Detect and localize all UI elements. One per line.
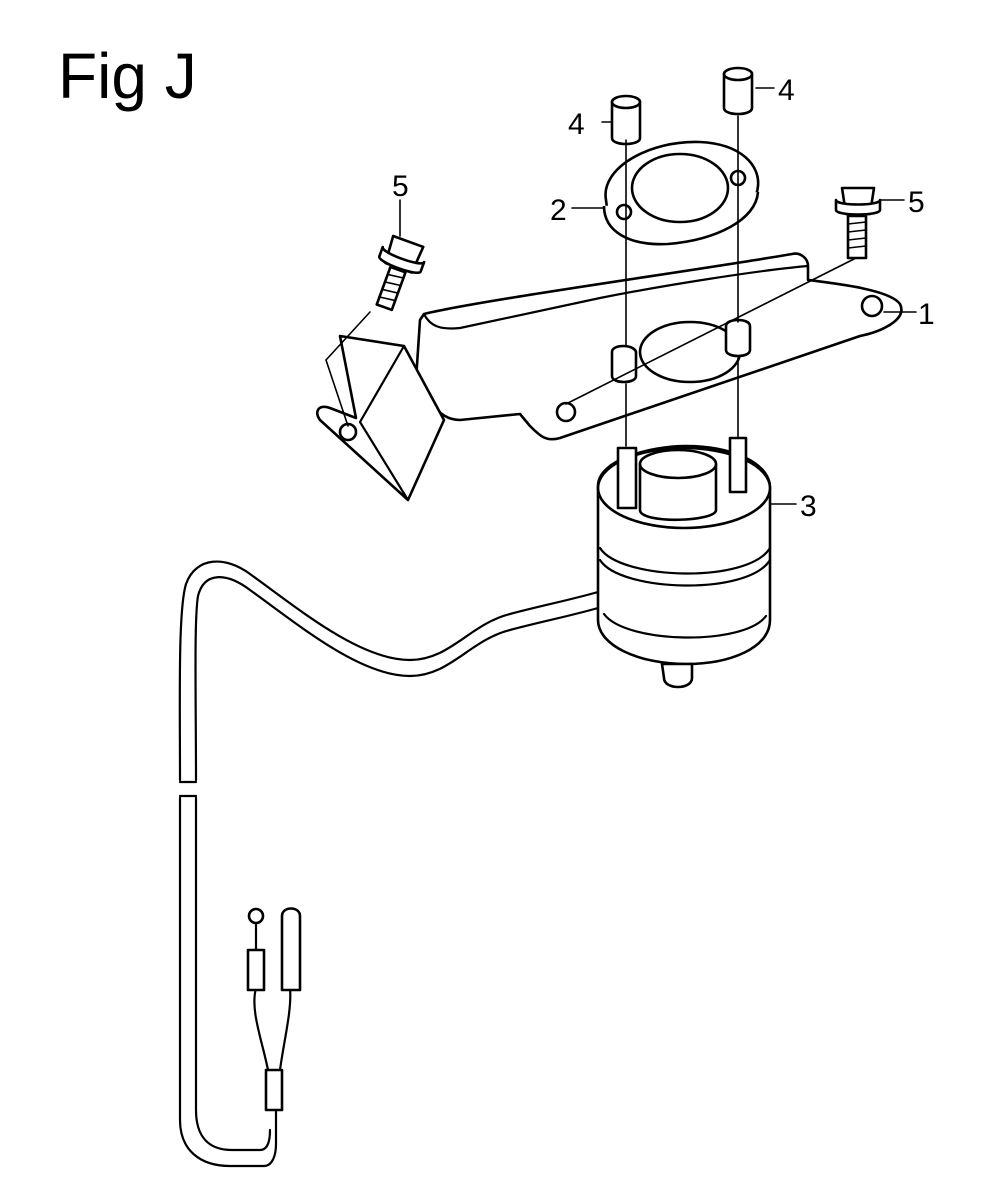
bolt-left [375,234,426,312]
callout-3: 3 [800,490,817,523]
leader-lines [325,87,917,505]
nut-right [722,66,754,116]
gasket-plate [602,140,760,246]
bolt-right [834,186,882,260]
figure-title: Fig J [58,40,197,112]
wire-harness [178,560,600,1168]
callout-5-right: 5 [908,186,925,219]
callout-1: 1 [918,298,935,331]
switch-body [596,436,772,689]
callout-5-left: 5 [392,170,409,203]
mounting-bracket [316,252,903,502]
callout-4-left: 4 [568,108,585,141]
callout-4-right: 4 [778,74,795,107]
callout-2: 2 [550,194,567,227]
nut-left [610,94,642,146]
